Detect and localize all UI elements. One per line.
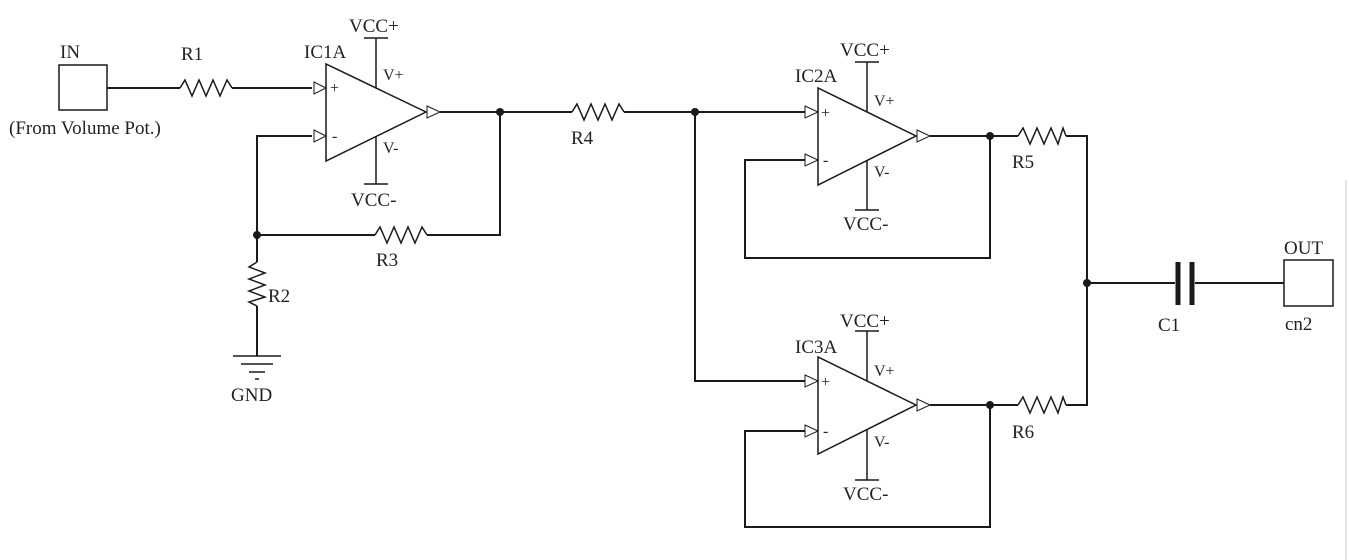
ic1a-plus-pin: +: [330, 80, 339, 97]
ic2a-minus-pin: -: [823, 152, 828, 169]
input-label: IN: [60, 42, 80, 63]
r2-label: R2: [268, 286, 290, 307]
capacitor-c1: C1: [1158, 262, 1195, 336]
ic1a-minus-pin: -: [332, 128, 337, 145]
ic1a-vpos-pin: V+: [383, 67, 404, 84]
r6-label: R6: [1012, 422, 1034, 443]
r5-label: R5: [1012, 152, 1034, 173]
ic2a-vcc-neg: VCC-: [843, 214, 888, 235]
ic2a-plus-pin: +: [821, 105, 830, 122]
wires: [107, 87, 1284, 528]
ic1a-vcc-neg: VCC-: [351, 190, 396, 211]
ic2a-ref: IC2A: [795, 66, 838, 87]
ic3a-minus-pin: -: [823, 423, 828, 440]
output-label: OUT: [1284, 238, 1323, 259]
ic2a-vneg-pin: V-: [874, 164, 889, 181]
ground-symbol: GND: [231, 355, 281, 406]
c1-label: C1: [1158, 315, 1180, 336]
ic2a-vcc-pos: VCC+: [840, 40, 890, 61]
output-connector: OUT cn2: [1283, 238, 1334, 335]
ic2a-vpos-pin: V+: [874, 93, 895, 110]
ic3a-ref: IC3A: [795, 337, 838, 358]
ic3a-vpos-pin: V+: [874, 363, 895, 380]
resistor-r3: R3: [374, 225, 428, 271]
ic3a-plus-pin: +: [821, 374, 830, 391]
r4-label: R4: [571, 128, 594, 149]
ic3a-vcc-pos: VCC+: [840, 311, 890, 332]
resistor-r5: R5: [1012, 125, 1067, 173]
ic3a-vneg-pin: V-: [874, 434, 889, 451]
gnd-label: GND: [231, 385, 272, 406]
ic1a-vneg-pin: V-: [383, 140, 398, 157]
input-note: (From Volume Pot.): [9, 118, 161, 139]
input-connector: IN (From Volume Pot.): [9, 42, 161, 139]
resistor-r4: R4: [571, 102, 625, 149]
resistor-r1: R1: [179, 44, 233, 98]
junctions: [253, 108, 1091, 409]
opamp-ic2a: + - V+ V- VCC+ VCC- IC2A: [795, 40, 932, 235]
ic3a-vcc-neg: VCC-: [843, 484, 888, 505]
resistor-r6: R6: [1012, 394, 1067, 443]
ic1a-vcc-pos: VCC+: [349, 16, 399, 37]
r1-label: R1: [181, 44, 203, 65]
output-ref: cn2: [1285, 314, 1312, 335]
opamp-ic3a: + - V+ V- VCC+ VCC- IC3A: [795, 311, 932, 505]
resistor-r2: R2: [246, 261, 290, 307]
ic1a-ref: IC1A: [304, 42, 347, 63]
opamp-ic1a: + - V+ V- VCC+ VCC- IC1A: [304, 16, 442, 211]
r3-label: R3: [376, 250, 398, 271]
